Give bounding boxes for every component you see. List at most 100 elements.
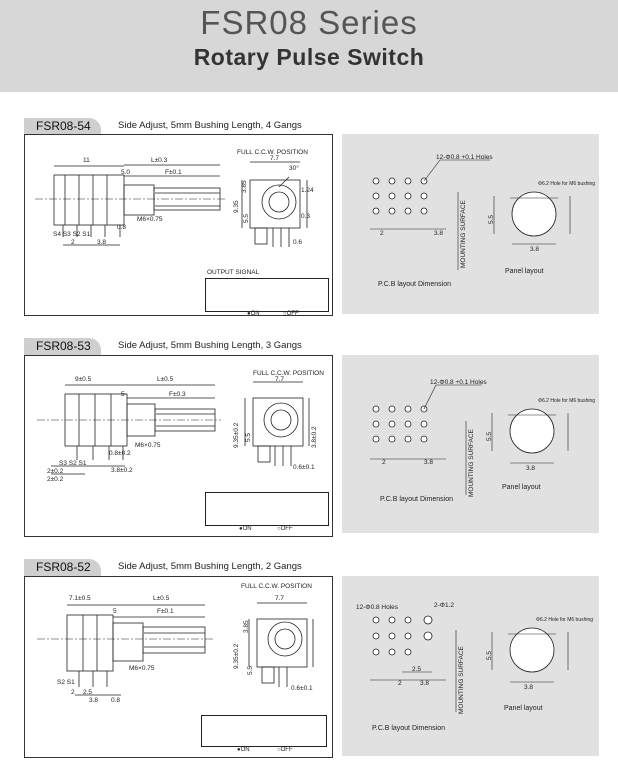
- panel-dim-w: 3.8: [530, 246, 540, 253]
- dim-pin-b: 2±0.2: [47, 476, 64, 483]
- mounting-surface: MOUNTING SURFACE: [468, 429, 475, 497]
- dim-last-pitch: 3.8±0.2: [111, 467, 133, 474]
- drawing-frame: 9±0.5 L±0.5 5 F±0.3 M6×0.75 S3 S2 S1 2±0…: [24, 355, 333, 537]
- dim-thread: M6×0.75: [135, 442, 161, 449]
- dim-h4: 1.24: [301, 187, 314, 194]
- output-signal-table: [205, 492, 329, 526]
- panel-hole-note: Φ6.2 Hole for M6 bushing: [538, 181, 596, 187]
- dim-shaft: F±0.3: [169, 391, 186, 398]
- dim-h2: 9.35: [233, 200, 240, 213]
- series-title: FSR08 Series: [200, 4, 418, 41]
- panel-caption: Panel layout: [505, 268, 544, 275]
- panel-hole-note: Φ6.2 Hole for M6 bushing: [536, 617, 594, 623]
- legend-off: ○OFF: [277, 747, 293, 753]
- pcb-dim-d1: 2: [382, 459, 386, 466]
- panel-caption: Panel layout: [504, 705, 543, 712]
- legend-on: ●ON: [239, 526, 252, 532]
- dim-pin: 0.8: [117, 224, 127, 231]
- dim-side-width: 7.7: [275, 595, 285, 602]
- dim-pin-a: 2±0.2: [47, 468, 64, 475]
- legend-on: ●ON: [247, 311, 260, 317]
- dim-pin-c: 0.8±0.2: [109, 450, 131, 457]
- pcb-panel: 12-Φ0.8 Holes 2-Φ1.2 2 2.5 3.8 MOUNTING …: [342, 576, 599, 756]
- pcb-caption: P.C.B layout Dimension: [378, 281, 452, 288]
- output-signal-label: OUTPUT SIGNAL: [207, 269, 260, 276]
- model-description: Side Adjust, 5mm Bushing Length, 2 Gangs: [118, 561, 302, 572]
- ccw-position: FULL C.C.W. POSITION: [237, 149, 308, 156]
- switch-labels: S2 S1: [57, 679, 75, 686]
- mounting-surface: MOUNTING SURFACE: [460, 200, 467, 268]
- dim-width: 9±0.5: [75, 376, 92, 383]
- model-description: Side Adjust, 5mm Bushing Length, 3 Gangs: [118, 340, 302, 351]
- dim-length: L±0.5: [157, 376, 174, 383]
- drawing-frame: 7.1±0.5 L±0.5 5 F±0.1 M6×0.75 S2 S1 2 2.…: [24, 576, 333, 758]
- legend-off: ○OFF: [277, 526, 293, 532]
- model-tab-fsr08-53: FSR08-53: [24, 338, 101, 355]
- pcb-holes: 12-Φ0.8 +0.1 Holes: [436, 154, 493, 161]
- panel-dim-h: 5.5: [488, 214, 495, 224]
- dim-pin-b: 2.5: [83, 689, 93, 696]
- dim-pin-d: 0.8: [111, 697, 121, 704]
- dim-angle: 30°: [289, 165, 299, 172]
- pcb-drawing: [370, 384, 569, 495]
- panel-caption: Panel layout: [502, 484, 541, 491]
- dim-h3: 5.5: [245, 432, 252, 442]
- pcb-drawing: [370, 159, 571, 270]
- ccw-position: FULL C.C.W. POSITION: [241, 583, 312, 590]
- dim-h3: 5.5: [247, 665, 254, 675]
- dim-shaft: F±0.1: [165, 169, 182, 176]
- output-signal-table: [205, 278, 329, 312]
- dim-pin2: 0.6±0.1: [291, 685, 313, 692]
- dim-pin-pitch: 2: [71, 239, 75, 246]
- pcb-dim-d2: 3.8: [424, 459, 434, 466]
- dim-h4: 3.8±0.2: [311, 426, 318, 448]
- dim-pin-a: 2: [71, 689, 75, 696]
- dim-pin2: 0.6: [293, 239, 303, 246]
- dim-h2: 9.35±0.2: [233, 422, 240, 448]
- dim-pin2: 0.6±0.1: [293, 464, 315, 471]
- mechanical-drawing: [35, 161, 308, 247]
- pcb-dim-d1: 2: [398, 680, 402, 687]
- switch-labels: S3 S2 S1: [59, 460, 87, 467]
- legend-on: ●ON: [237, 747, 250, 753]
- drawing-frame: 11 L±0.3 5.0 F±0.1 M6×0.75 S4 S3 S2 S1 2…: [24, 134, 333, 317]
- dim-thread: M6×0.75: [137, 216, 163, 223]
- dim-length: L±0.3: [151, 157, 168, 164]
- dim-side-width: 7.7: [270, 155, 280, 162]
- dim-thread: M6×0.75: [129, 665, 155, 672]
- panel-dim-h: 5.5: [486, 650, 493, 660]
- dim-length: L±0.5: [153, 595, 170, 602]
- dim-h2: 9.35±0.2: [233, 643, 240, 669]
- pcb-caption: P.C.B layout Dimension: [380, 496, 454, 503]
- dim-bushing: 5: [121, 391, 125, 398]
- panel-dim-w: 3.8: [526, 465, 536, 472]
- output-signal-table: [201, 715, 327, 747]
- switch-labels: S4 S3 S2 S1: [53, 231, 91, 238]
- dim-shaft: F±0.1: [157, 608, 174, 615]
- dim-width: 7.1±0.5: [69, 595, 91, 602]
- pcb-caption: P.C.B layout Dimension: [372, 725, 446, 732]
- pcb-dim-d2: 2.5: [412, 666, 422, 673]
- pcb-holes-2: 2-Φ1.2: [434, 602, 455, 609]
- pcb-panel: 12-Φ0.8 +0.1 Holes 2 3.8 MOUNTING SURFAC…: [342, 134, 599, 314]
- model-tab-fsr08-52: FSR08-52: [24, 559, 101, 576]
- dim-pin-c: 3.8: [89, 697, 99, 704]
- panel-dim-w: 3.8: [524, 684, 534, 691]
- ccw-position: FULL C.C.W. POSITION: [253, 370, 324, 377]
- panel-hole-note: Φ6.2 Hole for M6 bushing: [538, 398, 596, 404]
- pcb-dim-d3: 3.8: [420, 680, 430, 687]
- dim-width: 11: [83, 157, 90, 164]
- legend-off: ○OFF: [283, 311, 299, 317]
- page-header: FSR08 Series Rotary Pulse Switch: [0, 0, 618, 92]
- mounting-surface: MOUNTING SURFACE: [458, 646, 465, 714]
- panel-dim-h: 5.5: [486, 431, 493, 441]
- dim-last-pitch: 3.8: [97, 239, 107, 246]
- dim-side-width: 7.7: [275, 376, 285, 383]
- dim-bushing: 5.0: [121, 169, 131, 176]
- model-description: Side Adjust, 5mm Bushing Length, 4 Gangs: [118, 120, 302, 131]
- pcb-dim-d1: 2: [380, 230, 384, 237]
- pcb-holes: 12-Φ0.8 Holes: [356, 604, 399, 611]
- dim-h3: 5.5: [243, 213, 250, 223]
- mechanical-drawing: [37, 381, 310, 475]
- series-subtitle: Rotary Pulse Switch: [193, 44, 425, 70]
